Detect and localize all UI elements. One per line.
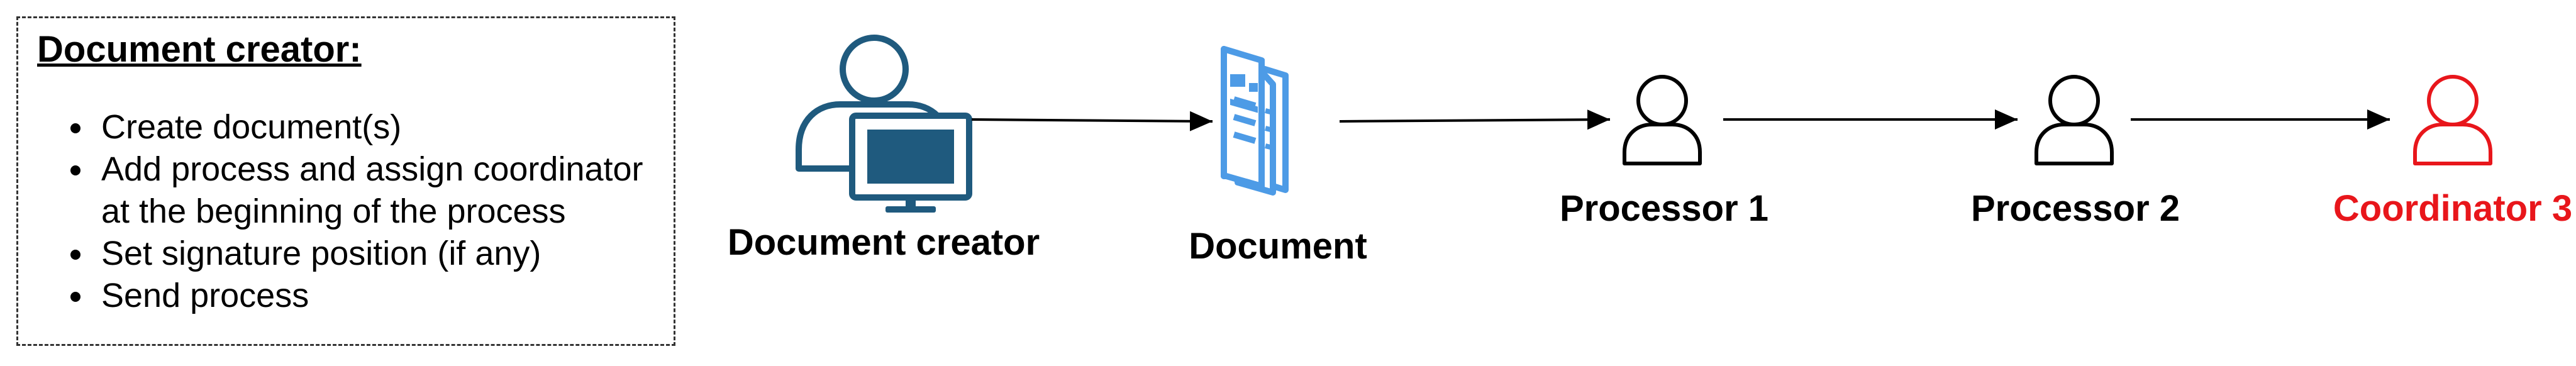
arrow-creator-to-document [971,111,1213,131]
description-title: Document creator: [37,29,362,70]
description-item: Set signature position (if any) [95,233,671,275]
description-item: Send process [95,275,671,317]
coordinator-3-icon [2413,75,2492,165]
document-label: Document [1189,226,1367,267]
processor-1-label: Processor 1 [1559,188,1769,229]
description-box: Document creator: Create document(s) Add… [16,16,675,346]
arrow-document-to-processor-1 [1339,109,1611,130]
processor-1-icon [1623,75,1702,165]
description-list: Create document(s) Add process and assig… [67,106,671,317]
document-creator-icon [796,35,972,213]
processor-2-icon [2035,75,2114,165]
description-item: Create document(s) [95,106,671,148]
description-item: Add process and assign coordinator at th… [95,148,671,233]
coordinator-3-label: Coordinator 3 [2333,188,2573,229]
processor-2-label: Processor 2 [1970,188,2180,229]
document-creator-label: Document creator [727,222,1040,263]
document-icon [1221,46,1289,196]
